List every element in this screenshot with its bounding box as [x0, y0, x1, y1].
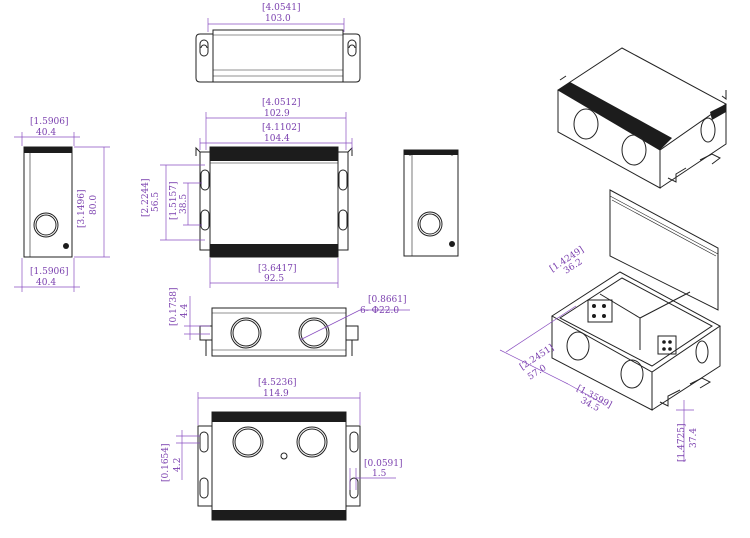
bottom-width-in: [4.5236] — [258, 378, 297, 388]
left-height-mm: 80.0 — [89, 195, 99, 215]
side-holes-view: [0.1738] 4.4 [0.8661] 6- Φ22.0 — [169, 287, 410, 357]
left-top-in: [1.5906] — [30, 117, 69, 127]
front-flange-in: [4.1102] — [262, 123, 301, 133]
front-body-in: [3.6417] — [258, 264, 297, 274]
holes-offset-mm: 4.4 — [180, 303, 190, 318]
left-view: [1.5906] 40.4 [1.5906] 40.4 [3.1496] 80.… — [14, 117, 110, 292]
front-slot-in: [1.5157] — [169, 181, 179, 220]
left-height-in: [3.1496] — [77, 189, 87, 228]
top-width-mm: 103.0 — [265, 14, 291, 24]
iso-d-in: [1.4725] — [677, 423, 687, 462]
left-bottom-in: [1.5906] — [30, 267, 69, 277]
top-width-in: [4.0541] — [262, 3, 301, 13]
holes-size-mm: 6- Φ22.0 — [360, 306, 399, 316]
bottom-left-mm: 4.2 — [173, 458, 183, 472]
front-overall-in: [4.0512] — [262, 98, 301, 108]
right-view — [403, 149, 459, 257]
left-bottom-mm: 40.4 — [36, 278, 56, 288]
bottom-left-in: [0.1654] — [161, 443, 171, 482]
bottom-view: [4.5236] 114.9 [0.1654] 4.2 [0.0591] 1.5 — [161, 378, 403, 521]
bottom-small-in: [0.0591] — [364, 459, 403, 469]
top-view: [4.0541] 103.0 — [195, 3, 361, 83]
holes-offset-in: [0.1738] — [169, 287, 179, 326]
left-top-mm: 40.4 — [36, 128, 56, 138]
holes-size-in: [0.8661] — [368, 295, 407, 305]
front-height-mm: 56.5 — [151, 192, 161, 212]
front-overall-mm: 102.9 — [264, 109, 290, 119]
front-flange-mm: 104.4 — [264, 134, 290, 144]
front-slot-mm: 38.5 — [179, 194, 189, 214]
iso-d-mm: 37.4 — [689, 428, 699, 448]
bottom-small-mm: 1.5 — [372, 469, 387, 479]
bottom-width-mm: 114.9 — [263, 389, 289, 399]
iso-closed-box — [557, 47, 727, 189]
front-body-mm: 92.5 — [264, 274, 284, 284]
front-height-in: [2.2244] — [141, 178, 151, 217]
front-view: [4.0512] 102.9 [4.1102] 104.4 [3.6417] 9… — [141, 98, 353, 288]
iso-open-box: [1.4249] 36.2 [2.2451] 57.0 [1.3599] 34.… — [499, 189, 721, 462]
